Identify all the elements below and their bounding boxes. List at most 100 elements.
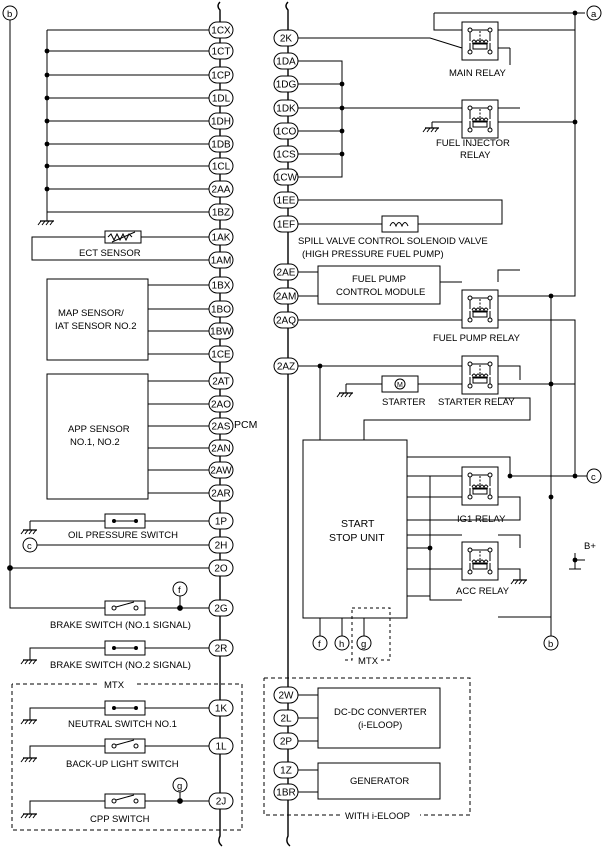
- fuel-injector-relay-label: RELAY: [460, 150, 491, 161]
- svg-text:1Z: 1Z: [280, 766, 292, 777]
- svg-text:1AK: 1AK: [212, 233, 231, 244]
- svg-text:2H: 2H: [215, 541, 228, 552]
- pin-1z: 1Z: [273, 761, 299, 779]
- ground-icon: [20, 757, 38, 763]
- pin-1bx: 1BX: [208, 276, 234, 294]
- svg-text:2AO: 2AO: [211, 400, 231, 411]
- pin-1ee: 1EE: [273, 191, 299, 209]
- svg-text:FUEL PUMP: FUEL PUMP: [352, 274, 406, 285]
- starter-relay-label: STARTER RELAY: [438, 397, 515, 408]
- svg-text:IAT SENSOR NO.2: IAT SENSOR NO.2: [55, 321, 136, 332]
- starter-motor: M STARTER: [381, 375, 426, 408]
- ground-icon: [510, 579, 528, 585]
- ground-icon: [20, 719, 38, 725]
- svg-text:b: b: [7, 9, 12, 20]
- svg-text:g: g: [361, 639, 366, 650]
- svg-text:1BW: 1BW: [210, 327, 232, 338]
- svg-text:(HIGH PRESSURE FUEL PUMP): (HIGH PRESSURE FUEL PUMP): [302, 249, 444, 260]
- pin-2r: 2R: [208, 639, 234, 657]
- svg-text:BRAKE SWITCH (NO.1 SIGNAL): BRAKE SWITCH (NO.1 SIGNAL): [50, 620, 191, 631]
- svg-text:1K: 1K: [215, 704, 228, 715]
- svg-text:MTX: MTX: [104, 680, 125, 691]
- svg-text:BACK-UP LIGHT SWITCH: BACK-UP LIGHT SWITCH: [66, 759, 179, 770]
- pin-2h: 2H: [208, 536, 234, 554]
- svg-text:1CS: 1CS: [276, 150, 296, 161]
- pin-2an: 2AN: [208, 439, 234, 457]
- svg-text:c: c: [27, 541, 32, 552]
- fuel-pump-relay-icon: [461, 289, 499, 329]
- svg-text:GENERATOR: GENERATOR: [350, 776, 409, 787]
- svg-text:h: h: [339, 639, 344, 650]
- brake-switch-no2: BRAKE SWITCH (NO.2 SIGNAL): [50, 640, 191, 671]
- ground-icon: [37, 220, 55, 226]
- svg-text:2AZ: 2AZ: [277, 362, 295, 373]
- pin-1cx: 1CX: [208, 21, 234, 39]
- svg-text:WITH i-ELOOP: WITH i-ELOOP: [345, 811, 410, 822]
- svg-text:2P: 2P: [280, 737, 293, 748]
- pin-1db: 1DB: [208, 135, 234, 153]
- svg-text:(i-ELOOP): (i-ELOOP): [358, 720, 402, 731]
- pin-2ae: 2AE: [273, 263, 299, 281]
- brake-switch-no1: BRAKE SWITCH (NO.1 SIGNAL): [50, 600, 191, 631]
- pin-2ao: 2AO: [208, 395, 234, 413]
- marker-g-unit: g: [356, 635, 372, 651]
- svg-text:1BR: 1BR: [276, 788, 295, 799]
- svg-text:1EE: 1EE: [277, 196, 296, 207]
- pin-2aa: 2AA: [208, 180, 234, 198]
- svg-text:1BO: 1BO: [211, 305, 231, 316]
- pin-1br: 1BR: [273, 783, 299, 801]
- pin-2aw: 2AW: [208, 461, 234, 479]
- svg-text:SPILL VALVE CONTROL SOLENOID V: SPILL VALVE CONTROL SOLENOID VALVE: [298, 236, 488, 247]
- svg-text:1CX: 1CX: [211, 26, 231, 37]
- spill-valve: SPILL VALVE CONTROL SOLENOID VALVE (HIGH…: [298, 215, 488, 260]
- pin-1p: 1P: [208, 512, 234, 530]
- pin-1ef: 1EF: [273, 215, 299, 233]
- right-wiring: [298, 12, 587, 636]
- svg-text:2K: 2K: [280, 34, 293, 45]
- marker-a: a: [586, 5, 602, 21]
- pin-1dg: 1DG: [273, 75, 299, 93]
- pin-1ak: 1AK: [208, 228, 234, 246]
- pin-2p: 2P: [273, 732, 299, 750]
- pin-1co: 1CO: [273, 122, 299, 140]
- marker-b-bottom: b: [543, 635, 559, 651]
- marker-h: h: [334, 635, 350, 651]
- svg-text:STOP UNIT: STOP UNIT: [329, 532, 385, 544]
- svg-text:1DH: 1DH: [211, 117, 231, 128]
- svg-text:f: f: [318, 639, 321, 650]
- neutral-switch: NEUTRAL SWITCH NO.1: [68, 700, 177, 730]
- svg-text:1BZ: 1BZ: [212, 208, 230, 219]
- pin-1ce: 1CE: [208, 345, 234, 363]
- svg-text:2AM: 2AM: [276, 292, 297, 303]
- svg-text:2AT: 2AT: [212, 377, 230, 388]
- svg-text:APP SENSOR: APP SENSOR: [68, 424, 130, 435]
- backup-light-switch: BACK-UP LIGHT SWITCH: [66, 738, 179, 770]
- pin-2ar: 2AR: [208, 484, 234, 502]
- svg-text:MAP SENSOR/: MAP SENSOR/: [58, 308, 124, 319]
- svg-text:1CW: 1CW: [275, 173, 298, 184]
- marker-c-left: c: [22, 537, 38, 553]
- fuel-pump-control-module: FUEL PUMP CONTROL MODULE: [317, 265, 441, 305]
- svg-text:2L: 2L: [280, 714, 292, 725]
- svg-text:STARTER: STARTER: [382, 397, 426, 408]
- svg-text:1CO: 1CO: [276, 127, 297, 138]
- svg-text:ECT SENSOR: ECT SENSOR: [79, 248, 141, 259]
- marker-f-top: f: [172, 581, 188, 597]
- ig1-relay-icon: [461, 466, 499, 506]
- svg-text:2AQ: 2AQ: [276, 316, 296, 327]
- pin-1dh: 1DH: [208, 112, 234, 130]
- svg-text:c: c: [591, 472, 596, 483]
- svg-text:1DK: 1DK: [276, 104, 296, 115]
- svg-text:g: g: [177, 781, 182, 792]
- svg-text:2R: 2R: [215, 644, 228, 655]
- pins-left: 1CX1CT1CP1DL1DH1DB1CL2AA1BZ1AK1AM1BX1BO1…: [208, 21, 234, 810]
- pin-2aq: 2AQ: [273, 311, 299, 329]
- left-wiring: [7, 20, 210, 814]
- fuel-pump-relay-label: FUEL PUMP RELAY: [433, 333, 521, 344]
- bus-dots: [44, 48, 50, 192]
- svg-text:2J: 2J: [216, 797, 227, 808]
- svg-text:1EF: 1EF: [277, 220, 295, 231]
- svg-text:CONTROL MODULE: CONTROL MODULE: [336, 287, 425, 298]
- ground-icon: [20, 529, 38, 535]
- pin-2o: 2O: [208, 559, 234, 577]
